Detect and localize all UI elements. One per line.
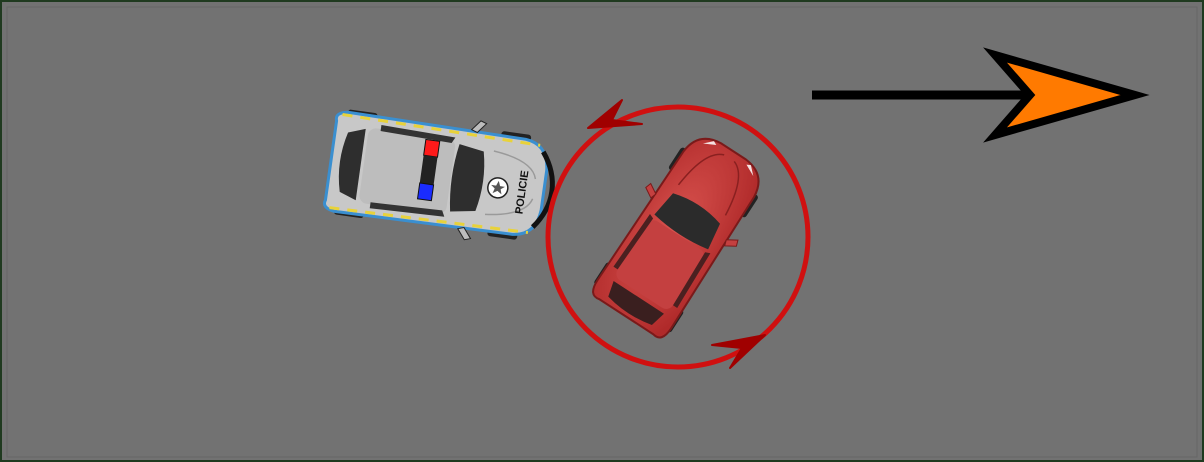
police-siren-blue bbox=[418, 183, 434, 201]
police-siren-red bbox=[424, 139, 440, 157]
